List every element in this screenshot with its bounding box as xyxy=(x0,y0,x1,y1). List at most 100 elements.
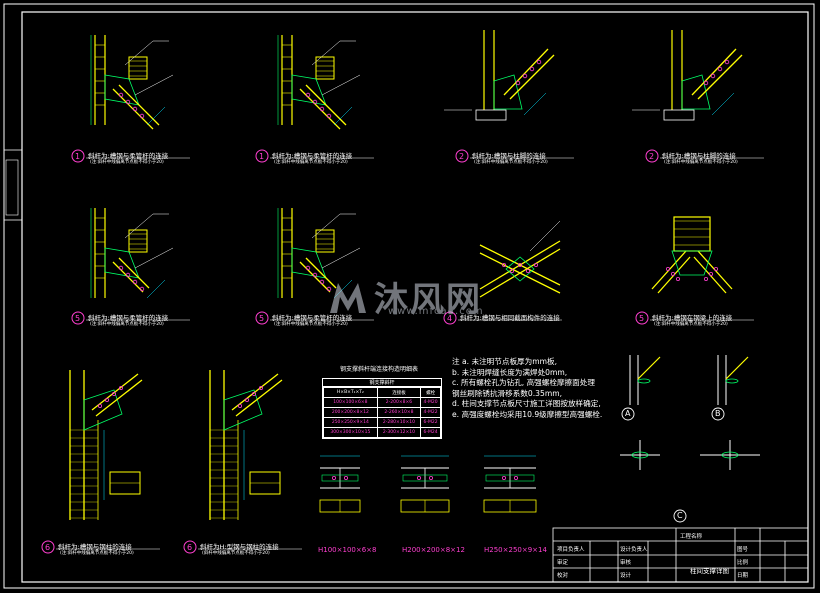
detail-number: 6 xyxy=(45,543,51,552)
detail-4-leader xyxy=(529,220,561,252)
detail-4-bolt xyxy=(526,268,531,273)
detail-6a-bolt xyxy=(119,385,124,390)
detail-number-circle xyxy=(635,311,649,325)
table-title: 钢支撑斜杆端连接构造明细表 xyxy=(340,366,419,373)
detail-caption: 斜杆为:槽钢与柱脚的连接 xyxy=(662,152,736,160)
detail-5a-brace xyxy=(118,257,150,289)
detail-1b-leader xyxy=(321,74,361,96)
detail-2a-bolt xyxy=(529,66,535,72)
detail-2a-brace xyxy=(509,54,555,100)
table-cell: 250×250×9×14 xyxy=(323,417,378,428)
detail-1b-bolt xyxy=(305,92,311,98)
detail-number: 5 xyxy=(639,314,645,323)
detail-2a-bolt xyxy=(536,59,542,65)
detail-2b-bolt xyxy=(703,80,709,86)
detail-2a-base-block xyxy=(475,109,507,121)
detail-5a-bolt xyxy=(132,279,138,285)
detail-5b-leader xyxy=(321,247,361,269)
detail-4-bolt xyxy=(534,262,539,267)
detail-caption-note: (注:斜杆中线偏离节点板不得小于20) xyxy=(90,322,164,327)
detail-caption: 斜杆为:槽钢与钢柱的连接 xyxy=(58,543,132,551)
section-marker-label: C xyxy=(677,511,683,520)
watermark-text: 沐风网 xyxy=(374,280,482,320)
detail-1b-bolt xyxy=(319,106,325,112)
detail-number: 2 xyxy=(649,152,655,161)
detail-5b-beam-block xyxy=(315,229,335,253)
detail-4-bolt xyxy=(501,262,506,267)
detail-6a-brace xyxy=(91,373,139,411)
section-size-label: H200×200×8×12 xyxy=(402,546,465,554)
detail-1a-bolt xyxy=(139,113,145,119)
detail-1a-dim-line xyxy=(146,106,166,126)
table-row: 200×200×8×12 2-260×10×8 4-M22 xyxy=(323,407,441,418)
detail-2b-bolt xyxy=(717,66,723,72)
detail-1a-leader xyxy=(124,40,154,66)
section-h100-plate xyxy=(321,474,359,482)
detail-2a-bolt xyxy=(522,73,528,79)
section-h200-bolt xyxy=(428,475,433,480)
detail-6b-bolt xyxy=(237,403,242,408)
table-cell: 2-200×8×6 xyxy=(376,397,422,408)
tb-cell: 审核 xyxy=(620,560,632,566)
tb-cell: 日期 xyxy=(737,573,749,579)
detail-4-gusset-plate xyxy=(505,256,535,282)
watermark-logo: 沐风网 www.mfcad.com xyxy=(328,272,484,321)
detail-5a-beam-block xyxy=(128,229,148,253)
detail-caption: 斜杆为:槽钢与相同截面构件的连接 xyxy=(460,314,560,322)
section-h250-plate xyxy=(485,474,535,482)
table-cell: 2-300×12×10 xyxy=(376,427,422,438)
detail-1b-brace xyxy=(305,84,347,126)
detail-number-circle xyxy=(183,540,197,554)
section-h250-bolt xyxy=(501,475,506,480)
section-marker-circle xyxy=(711,407,725,421)
detail-5a-bolt xyxy=(139,286,145,292)
detail-5c-bolt xyxy=(666,266,671,271)
detail-2a-dim-line xyxy=(523,92,547,116)
detail-6a-brace xyxy=(95,379,143,417)
section-marker-label: A xyxy=(625,409,631,418)
note-line: b. 未注明焊缝长度为满焊处0mm, xyxy=(452,367,568,377)
note-line: 注 a. 未注明节点板厚为mm板, xyxy=(452,357,558,366)
watermark-url: www.mfcad.com xyxy=(388,306,484,317)
note-line: c. 所有螺栓孔为钻孔, 高强螺栓摩擦面处理 xyxy=(452,378,595,388)
table-col-header: 螺栓 xyxy=(420,387,441,398)
detail-6b-gusset-plate xyxy=(223,389,263,431)
detail-5b-bolt xyxy=(305,265,311,271)
detail-caption-note: (斜杆中线偏离节点板不得小于20) xyxy=(202,551,270,556)
detail-2b-brace xyxy=(697,54,743,100)
detail-caption-note: (注:斜杆中线偏离节点板不得小于20) xyxy=(274,160,348,165)
section-c-plate xyxy=(631,451,649,459)
detail-5b-bolt xyxy=(319,279,325,285)
detail-1b-dim-line xyxy=(333,106,353,126)
table-cell: 4-M22 xyxy=(420,407,441,418)
detail-4-bolt xyxy=(509,268,514,273)
detail-5c-bolt xyxy=(676,276,681,281)
table-col-header: H×B×T₁×T₂ xyxy=(323,387,378,398)
detail-2b-gusset-plate xyxy=(681,74,711,110)
table-col-header: 连接板 xyxy=(376,387,422,398)
detail-caption-note: (注:斜杆中线偏离节点板不得小于20) xyxy=(274,322,348,327)
section-marker-label: B xyxy=(715,409,721,418)
detail-5a-bolt xyxy=(118,265,124,271)
detail-6b-brace xyxy=(235,379,283,417)
section-size-label: H250×250×9×14 xyxy=(484,546,547,554)
detail-1b-beam-block xyxy=(315,56,335,80)
detail-6a-gusset-plate xyxy=(83,389,123,431)
connection-table: 钢支撑斜杆 H×B×T₁×T₂ 连接板 螺栓 100×100×6×8 2-200… xyxy=(322,378,442,439)
detail-1a-beam-block xyxy=(128,56,148,80)
detail-1a-brace xyxy=(118,84,160,126)
detail-6b-bolt xyxy=(258,385,263,390)
detail-5c-bolt xyxy=(704,276,709,281)
detail-1a-leader xyxy=(134,74,174,96)
section-marker-circle xyxy=(673,509,687,523)
detail-5b-bolt xyxy=(312,272,318,278)
tb-cell: 审定 xyxy=(557,560,569,566)
table-cell: 300×300×10×15 xyxy=(323,427,378,438)
table-cell: 200×200×8×12 xyxy=(323,407,378,418)
section-h200-plate xyxy=(402,474,448,482)
tb-cell: 设计负责人 xyxy=(620,547,648,553)
table-cell: 6-M24 xyxy=(420,427,441,438)
detail-caption-note: (注:斜杆中线偏离节点板不得小于20) xyxy=(654,322,728,327)
section-a-brace xyxy=(637,356,661,380)
